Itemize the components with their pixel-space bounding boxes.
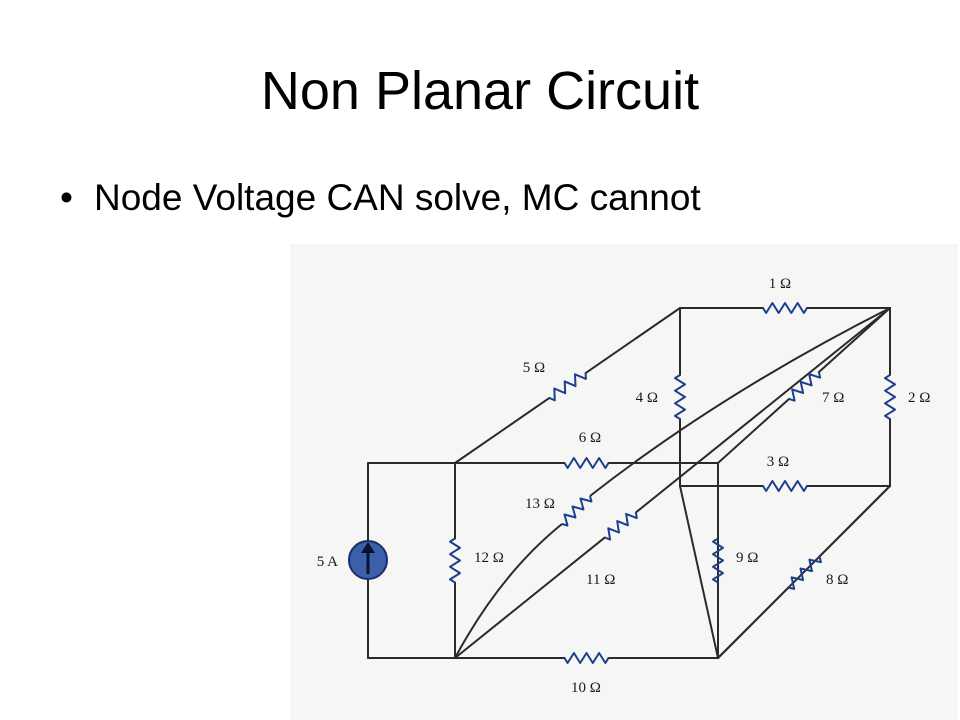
- r13-wire-b: [589, 307, 891, 497]
- label-r12: 12 Ω: [474, 550, 504, 566]
- resistor-r4: [674, 374, 686, 420]
- resistor-r2: [884, 374, 896, 420]
- slide-title: Non Planar Circuit: [260, 61, 700, 121]
- circuit-diagram: 5 A 1 Ω 2 Ω 3 Ω 4 Ω 5 Ω 6 Ω 7 Ω 8 Ω 9 Ω 10 Ω 11 Ω 12…: [317, 276, 931, 696]
- resistor-r12: [449, 537, 461, 584]
- r8-wire-b: [818, 485, 891, 558]
- resistor-r3: [762, 480, 808, 492]
- resistor-r11: [604, 512, 638, 541]
- label-r9: 9 Ω: [736, 550, 758, 566]
- r5-wire-a: [454, 396, 551, 464]
- bullet-text: Node Voltage CAN solve, MC cannot: [94, 177, 701, 218]
- label-r8: 8 Ω: [826, 572, 848, 588]
- r7-wire-a: [717, 397, 791, 464]
- resistor-r8: [788, 556, 822, 590]
- label-r1: 1 Ω: [769, 276, 791, 292]
- label-r3: 3 Ω: [767, 454, 789, 470]
- resistor-r10: [563, 652, 610, 664]
- circuit-labels: 5 A 1 Ω 2 Ω 3 Ω 4 Ω 5 Ω 6 Ω 7 Ω 8 Ω 9 Ω 10 Ω 11 Ω 12…: [317, 276, 931, 696]
- resistor-r6: [563, 457, 610, 469]
- bullet-item: • Node Voltage CAN solve, MC cannot: [60, 168, 701, 228]
- label-r13: 13 Ω: [525, 496, 555, 512]
- r13-wire-a: [454, 523, 563, 659]
- circuit-wires: [367, 307, 891, 659]
- wire-diagonal-i-e: [679, 485, 719, 659]
- arrow-up-icon: [361, 542, 375, 553]
- r5-wire-b: [584, 307, 681, 375]
- circuit-diagram-panel: 5 A 1 Ω 2 Ω 3 Ω 4 Ω 5 Ω 6 Ω 7 Ω 8 Ω 9 Ω 10 Ω 11 Ω 12…: [290, 244, 958, 720]
- current-source: [348, 540, 388, 580]
- label-r7: 7 Ω: [822, 390, 844, 406]
- resistor-r13: [561, 495, 593, 527]
- label-r10: 10 Ω: [571, 680, 601, 696]
- label-r6: 6 Ω: [579, 430, 601, 446]
- resistor-r1: [762, 302, 808, 314]
- r11-wire-a: [454, 536, 606, 659]
- label-r4: 4 Ω: [636, 390, 658, 406]
- label-source-5a: 5 A: [317, 554, 338, 570]
- label-r5: 5 Ω: [523, 360, 545, 376]
- bullet-list: • Node Voltage CAN solve, MC cannot: [60, 168, 701, 228]
- resistor-r5: [549, 372, 587, 402]
- r8-wire-a: [717, 586, 790, 659]
- label-r2: 2 Ω: [908, 390, 930, 406]
- resistor-r7: [788, 371, 822, 402]
- label-r11: 11 Ω: [586, 572, 615, 588]
- circuit-resistors: [449, 302, 896, 664]
- bullet-dot-icon: •: [60, 177, 73, 218]
- resistor-r9: [712, 537, 724, 584]
- r11-wire-b: [634, 307, 891, 514]
